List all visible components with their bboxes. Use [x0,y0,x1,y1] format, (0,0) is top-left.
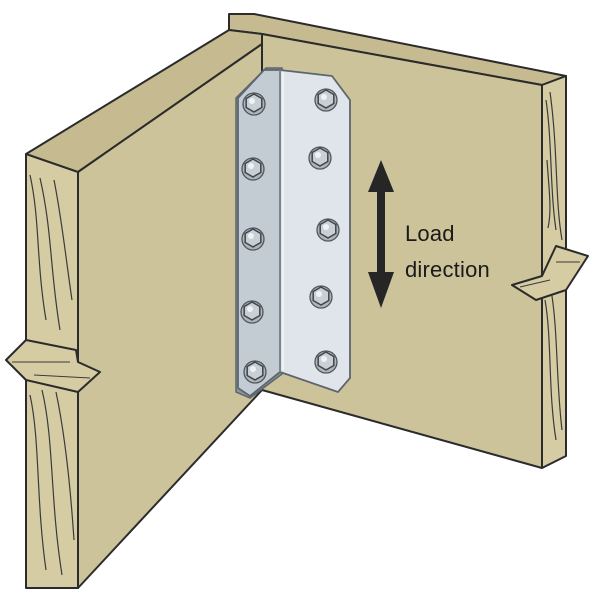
hex-bolt-icon [242,92,266,116]
load-direction-label-line2: direction [405,257,490,282]
bolt-group [240,88,340,384]
hex-bolt-icon [314,88,338,112]
load-direction-label-line1: Load [405,221,455,246]
arrow-shaft [377,190,385,274]
front-board-break-mark [5,339,101,393]
back-board-break-mark [511,245,589,301]
hex-bolt-icon [240,300,264,324]
hex-bolt-icon [308,146,332,170]
front-board-grain-lines [29,174,75,576]
hex-bolt-icon [243,360,267,384]
arrow-head-down [368,272,394,308]
arrow-head-up [368,160,394,192]
hex-bolt-icon [316,218,340,242]
double-arrow-vertical-icon [368,160,394,308]
back-board-grain-lines [544,91,563,441]
hex-bolt-icon [309,285,333,309]
hex-bolt-icon [314,350,338,374]
hex-bolt-icon [241,157,265,181]
front-wood-board [5,29,263,589]
hex-bolt-icon [241,227,265,251]
